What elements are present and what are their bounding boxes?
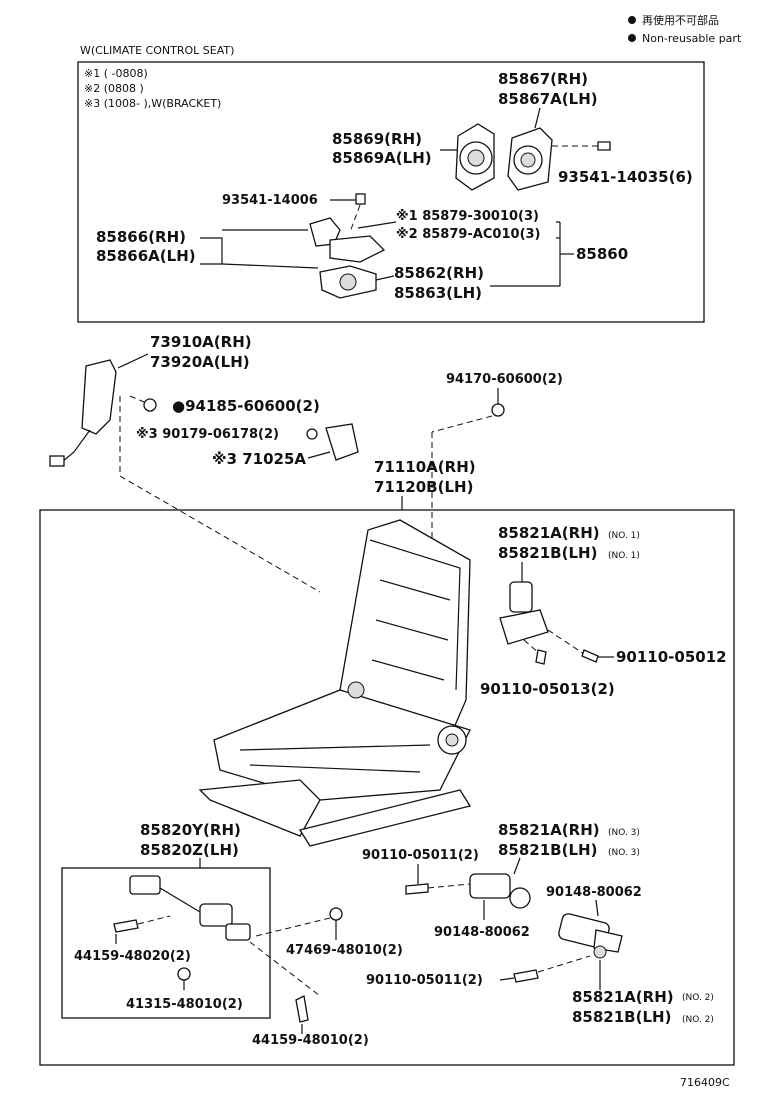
screw-icon [597,141,611,151]
label-85820z: 85820Z(LH) [140,841,239,859]
label-85821a-no2: 85821A(RH) [572,988,674,1006]
label-47469-48010: 47469-48010(2) [286,943,403,958]
label-85860: 85860 [576,245,628,263]
label-85821a-no3: 85821A(RH) [498,821,600,839]
label-85866: 85866(RH) [96,228,186,246]
note-1: ※1 ( -0808) [84,67,148,80]
non-reusable-bullet-icon [628,16,636,24]
label-93541-14035: 93541-14035(6) [558,168,693,186]
label-94185: ●94185-60600(2) [172,397,320,415]
label-71025a: ※3 71025A [212,450,306,468]
bolt-icon [581,649,599,663]
illustration-code: 716409C [680,1076,730,1089]
bolt-icon [295,995,309,1023]
climate-control-frame [77,61,705,323]
bracket-part [325,423,359,461]
bolt-icon [405,883,429,895]
label-71110a: 71110A(RH) [374,458,476,476]
legend-jp: 再使用不可部品 [642,13,719,27]
label-90110-05011-b: 90110-05011(2) [366,973,483,988]
label-93541-14006: 93541-14006 [222,193,318,208]
adjuster-screw-part [129,875,251,941]
legend-en: Non-reusable part [642,32,742,45]
note-3: ※3 (1008- ),W(BRACKET) [84,97,221,110]
label-90179: ※3 90179-06178(2) [136,427,279,442]
no1-tag: (NO. 1) [608,551,640,561]
note-2: ※2 (0808 ) [84,82,144,95]
label-85867a: 85867A(LH) [498,90,598,108]
no3-tag: (NO. 3) [608,828,640,838]
motor-no3-part [469,873,531,909]
label-85862: 85862(RH) [394,264,484,282]
label-85879-30010: ※1 85879-30010(3) [396,209,539,224]
nut-icon [177,967,191,981]
bolt-icon [113,919,139,933]
bolt-icon [513,969,539,983]
label-94170: 94170-60600(2) [446,372,563,387]
motor-no2-part [558,913,623,959]
washer-icon [329,907,343,921]
seat-back-cover-part [49,359,117,467]
no3-tag: (NO. 3) [608,848,640,858]
harness-connector-part [309,217,386,299]
screw-icon [355,193,366,205]
label-85821b-no2: 85821B(LH) [572,1008,671,1026]
label-85821a-no1: 85821A(RH) [498,524,600,542]
label-90148-80062-a: 90148-80062 [434,925,530,940]
adjuster-assy-box [61,867,271,1019]
non-reusable-bullet-icon [628,34,636,42]
nut-icon [143,398,157,412]
no1-tag: (NO. 1) [608,531,640,541]
label-85867: 85867(RH) [498,70,588,88]
label-85866a: 85866A(LH) [96,247,196,265]
nut-icon [491,403,505,417]
label-73920a: 73920A(LH) [150,353,250,371]
label-85863: 85863(LH) [394,284,482,302]
motor-no1-part [499,581,549,645]
label-41315-48010: 41315-48010(2) [126,997,243,1012]
label-85821b-no3: 85821B(LH) [498,841,597,859]
nut-icon [306,428,318,440]
blower-fan-part [507,127,553,191]
label-85869a: 85869A(LH) [332,149,432,167]
label-85820y: 85820Y(RH) [140,821,241,839]
label-85821b-no1: 85821B(LH) [498,544,597,562]
label-85879-ac010: ※2 85879-AC010(3) [396,227,541,242]
no2-tag: (NO. 2) [682,993,714,1003]
label-44159-48020: 44159-48020(2) [74,949,191,964]
seat-frame-box [39,509,735,1066]
label-90148-80062-b: 90148-80062 [546,885,642,900]
label-85869: 85869(RH) [332,130,422,148]
label-71120b: 71120B(LH) [374,478,473,496]
label-90110-05011-a: 90110-05011(2) [362,848,479,863]
bolt-icon [535,649,547,665]
label-44159-48010: 44159-48010(2) [252,1033,369,1048]
label-73910a: 73910A(RH) [150,333,252,351]
seat-frame-part [198,519,472,847]
label-90110-05013: 90110-05013(2) [480,680,615,698]
fan-housing-part [455,123,495,191]
no2-tag: (NO. 2) [682,1015,714,1025]
climate-box-title: W(CLIMATE CONTROL SEAT) [80,44,234,57]
label-90110-05012: 90110-05012 [616,648,727,666]
